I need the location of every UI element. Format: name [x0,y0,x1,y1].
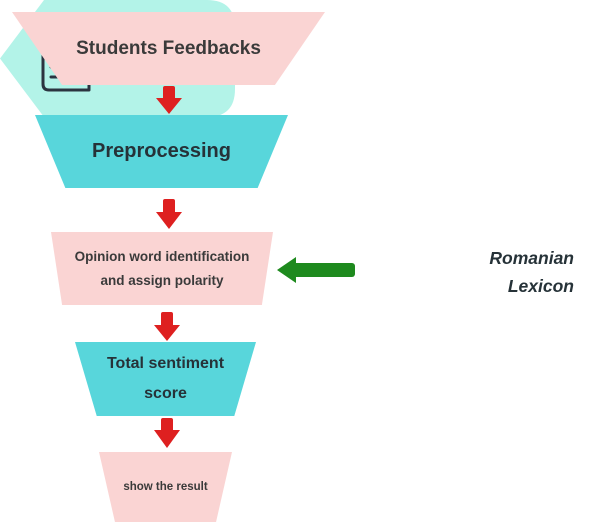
arrow-left-lexicon [277,257,355,283]
total-label-line1: Total sentiment [106,355,225,372]
students-feedbacks-label: Students Feedbacks [76,37,261,59]
opinion-identification-node: Opinion word identification and assign p… [51,232,273,305]
show-result-label: show the result [123,481,208,493]
romanian-lexicon-label: Romanian Lexicon [464,244,574,300]
opinion-label-line2: and assign polarity [100,272,224,288]
lexicon-label-line1: Romanian [489,248,574,268]
total-label-line2: score [144,385,187,402]
arrow-down-2 [156,199,182,229]
show-result-node: show the result [99,452,232,522]
arrow-down-4 [154,418,180,448]
preprocessing-label: Preprocessing [92,140,231,162]
preprocessing-node: Preprocessing [35,115,288,188]
opinion-label-line1: Opinion word identification [74,248,250,264]
lexicon-label-line2: Lexicon [507,276,574,296]
students-feedbacks-node: Students Feedbacks [12,12,325,85]
total-sentiment-node: Total sentiment score [75,342,256,416]
arrow-down-1 [156,86,182,114]
arrow-down-3 [154,312,180,341]
